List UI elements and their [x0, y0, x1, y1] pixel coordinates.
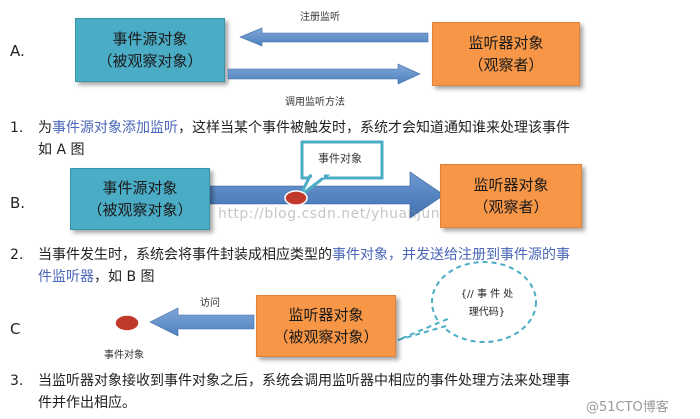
item-number: 2.: [10, 247, 24, 263]
item-number: 3.: [10, 373, 24, 389]
paragraph-1: 1. 为事件源对象添加监听，这样当某个事件被触发时，系统才会知道通知谁来处理该事件…: [10, 117, 690, 161]
text: 为: [38, 120, 52, 136]
box-title: 事件源对象: [102, 179, 178, 197]
section-letter-b: B.: [10, 194, 26, 212]
cloud-code-text: {// 事 件 处 理代码}: [450, 286, 524, 322]
box-subtitle: （观察者）: [468, 56, 544, 74]
event-object-dot: [284, 190, 308, 206]
text: 当事件发生时，系统会将事件封装成相应类型的: [38, 247, 332, 263]
text: 当监听器对象接收到事件对象之后，系统会调用监听器中相应的事件处理方法来处理事: [38, 373, 570, 389]
highlight-text: 并发送给注册到事件源的事: [402, 247, 570, 263]
box-title: 监听器对象: [473, 176, 549, 194]
event-source-box: 事件源对象 （被观察对象）: [70, 168, 210, 230]
cloud-tail: [397, 317, 451, 341]
listener-box: 监听器对象 （被观察对象）: [256, 295, 396, 357]
box-subtitle: （被观察对象）: [97, 52, 203, 70]
csdn-watermark: http://blog.csdn.net/yhuanjun: [218, 206, 441, 222]
code-cloud: [431, 261, 537, 343]
text: ，这样当某个事件被触发时，系统才会知道通知谁来处理该事件: [178, 120, 570, 136]
invoke-arrow: [227, 63, 421, 85]
highlight-text: 件监听器: [38, 269, 94, 285]
paragraph-2: 2. 当事件发生时，系统会将事件封装成相应类型的事件对象，并发送给注册到事件源的事…: [10, 244, 690, 288]
event-object-dot: [114, 314, 140, 332]
highlight-comma: ，: [388, 247, 402, 263]
cloud-line: 理代码}: [468, 307, 506, 318]
highlight-text: 事件对象: [332, 247, 388, 263]
access-arrow-label: 访问: [200, 298, 220, 309]
site-watermark: @51CTO博客: [586, 400, 669, 415]
box-subtitle: （被观察对象）: [273, 328, 379, 346]
section-letter-c: C: [10, 320, 21, 338]
text: 如 A 图: [38, 142, 85, 158]
send-event-arrow: [199, 171, 445, 219]
cloud-line: {// 事 件 处: [460, 289, 514, 300]
callout-label: 事件对象: [318, 152, 362, 165]
paragraph-3: 3. 当监听器对象接收到事件对象之后，系统会调用监听器中相应的事件处理方法来处理事…: [10, 370, 690, 414]
box-title: 事件源对象: [112, 30, 188, 48]
text: ，如 B 图: [94, 269, 155, 285]
invoke-arrow-label: 调用监听方法: [285, 97, 345, 108]
box-subtitle: （被观察对象）: [87, 201, 193, 219]
register-arrow: [239, 27, 429, 47]
event-source-box: 事件源对象 （被观察对象）: [75, 18, 225, 82]
listener-box: 监听器对象 （观察者）: [440, 164, 582, 228]
event-object-label: 事件对象: [104, 350, 144, 361]
callout-bubble: [300, 140, 384, 180]
highlight-text: 事件源对象添加监听: [52, 120, 178, 136]
box-title: 监听器对象: [288, 306, 364, 324]
item-number: 1.: [10, 120, 24, 136]
access-arrow: [149, 307, 255, 337]
text: 件并作出相应。: [38, 395, 136, 411]
listener-box: 监听器对象 （观察者）: [432, 22, 580, 86]
register-arrow-label: 注册监听: [300, 12, 340, 23]
section-letter-a: A.: [10, 42, 25, 60]
box-title: 监听器对象: [468, 34, 544, 52]
box-subtitle: （观察者）: [473, 198, 549, 216]
